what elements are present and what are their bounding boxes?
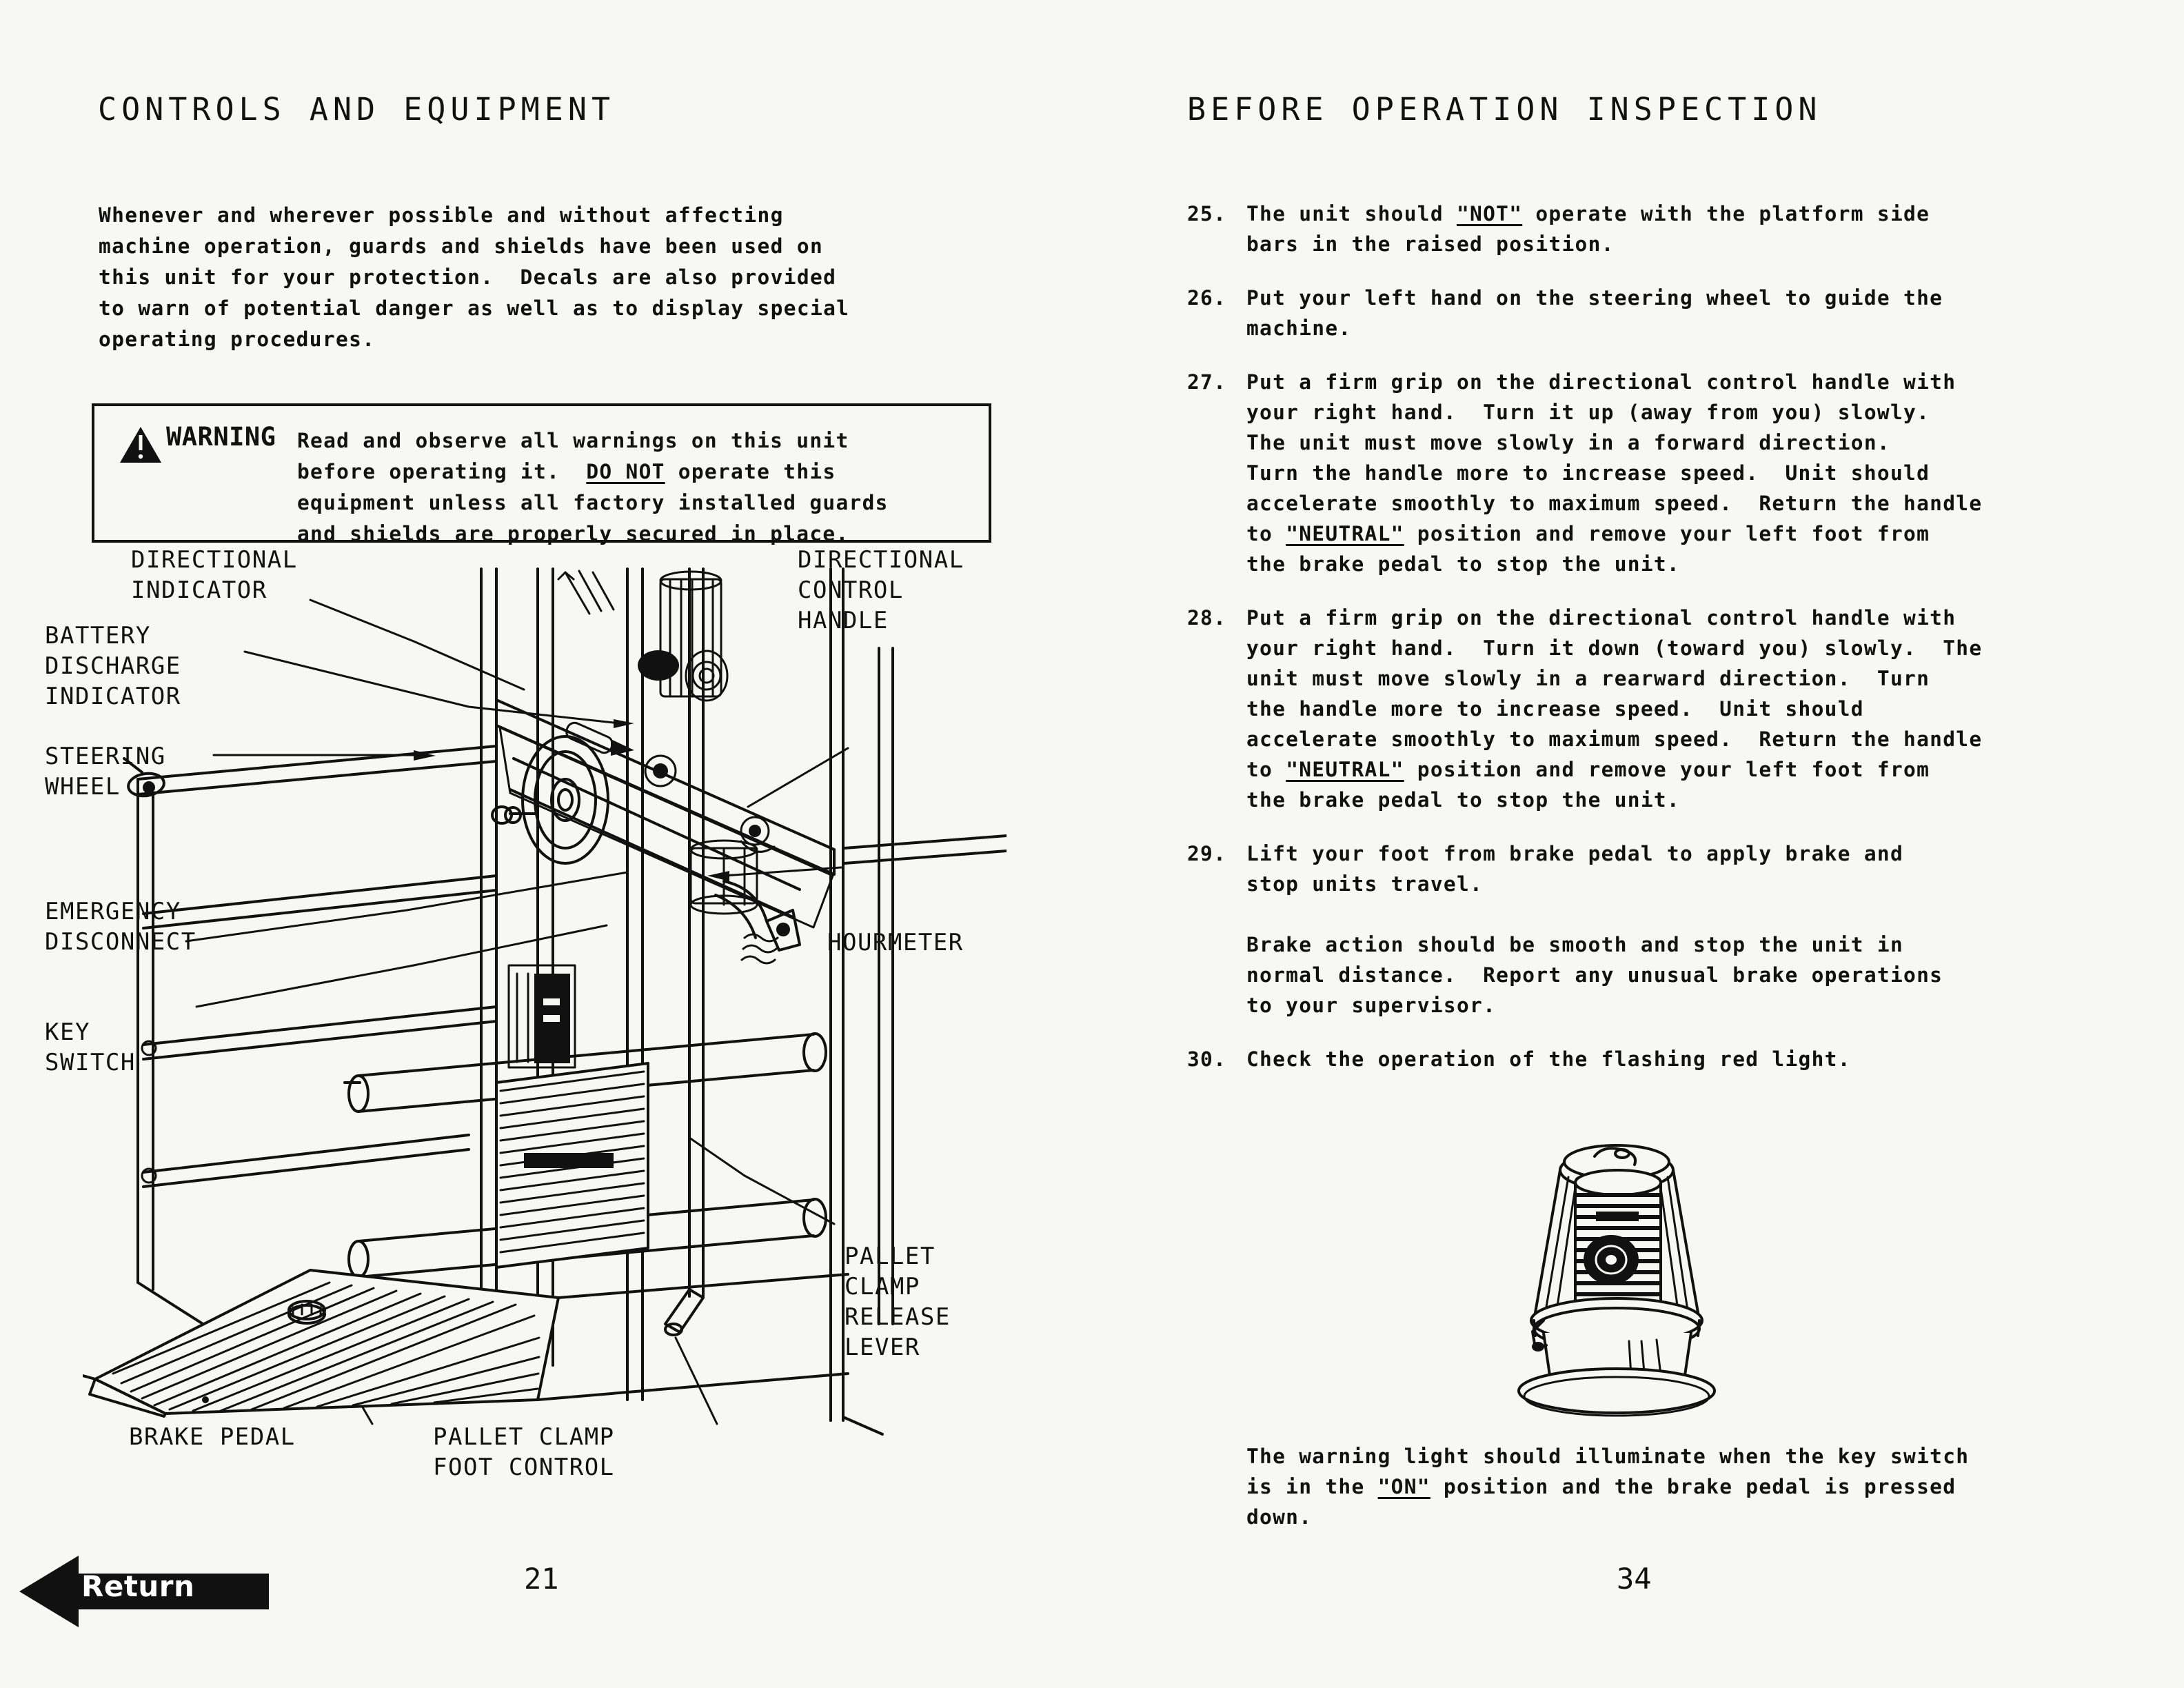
step-line: stop units travel.	[1246, 872, 1484, 896]
step-text: Check the operation of the flashing red …	[1246, 1044, 2111, 1074]
warning-line: Read and observe all warnings on this un…	[297, 429, 849, 452]
step-line: your right hand. Turn it up (away from y…	[1246, 401, 1930, 424]
intro-line: Whenever and wherever possible and witho…	[99, 203, 784, 227]
step-line: machine.	[1246, 316, 1352, 340]
warning-body-text: Read and observe all warnings on this un…	[297, 425, 987, 550]
step-subparagraph: Brake action should be smooth and stop t…	[1246, 930, 2111, 1021]
step-text: The unit should "NOT" operate with the p…	[1246, 199, 2111, 259]
step-line: your right hand. Turn it down (toward yo…	[1246, 636, 1983, 660]
diagram-label-emergency-disconnect: EMERGENCY DISCONNECT	[45, 898, 196, 956]
step-line: bars in the raised position.	[1246, 232, 1615, 256]
intro-line: to warn of potential danger as well as t…	[99, 297, 850, 320]
flashing-red-light-illustration	[1472, 1114, 1761, 1417]
beacon-caption-line: The warning light should illuminate when…	[1246, 1445, 1970, 1468]
beacon-caption-line: is in the "ON" position and the brake pe…	[1246, 1475, 1957, 1498]
step-line: The unit must move slowly in a forward d…	[1246, 431, 1890, 454]
step-line: Turn the handle more to increase speed. …	[1246, 461, 1930, 485]
step-number: 26.	[1187, 286, 1227, 310]
diagram-label-pallet-clamp-release-lever: PALLET CLAMP RELEASE LEVER	[845, 1243, 951, 1361]
step-text: Put a firm grip on the directional contr…	[1246, 603, 2111, 815]
diagram-label-directional-control-handle: DIRECTIONAL CONTROL HANDLE	[798, 546, 964, 634]
inspection-step: 27. Put a firm grip on the directional co…	[1187, 367, 2111, 579]
diagram-label-steering-wheel: STEERING WHEEL	[45, 743, 166, 801]
step-subparagraph-line: to your supervisor.	[1246, 994, 1497, 1017]
warning-triangle-icon	[119, 425, 162, 464]
left-page-heading: CONTROLS AND EQUIPMENT	[98, 91, 616, 128]
diagram-label-directional-indicator: DIRECTIONAL INDICATOR	[131, 546, 298, 604]
step-number: 27.	[1187, 370, 1227, 394]
step-subparagraph-line: normal distance. Report any unusual brak…	[1246, 963, 1943, 987]
step-line: accelerate smoothly to maximum speed. Re…	[1246, 492, 1983, 515]
intro-paragraph: Whenever and wherever possible and witho…	[99, 200, 1009, 355]
warning-line: equipment unless all factory installed g…	[297, 491, 889, 514]
step-line: Put a firm grip on the directional contr…	[1246, 370, 1957, 394]
warning-line: and shields are properly secured in plac…	[297, 522, 849, 545]
step-line: to "NEUTRAL" position and remove your le…	[1246, 522, 1930, 545]
warning-label: WARNING	[166, 422, 276, 452]
right-page-number: 34	[1617, 1562, 1652, 1596]
left-page-number: 21	[524, 1562, 559, 1596]
diagram-label-hourmeter: HOURMETER	[827, 929, 964, 956]
step-line: Put your left hand on the steering wheel…	[1246, 286, 1943, 310]
step-number: 30.	[1187, 1047, 1227, 1071]
warning-box: WARNING Read and observe all warnings on…	[92, 403, 991, 545]
inspection-step: 25. The unit should "NOT" operate with th…	[1187, 199, 2111, 259]
step-number: 25.	[1187, 202, 1227, 225]
step-line: the handle more to increase speed. Unit …	[1246, 697, 1864, 721]
step-line: Check the operation of the flashing red …	[1246, 1047, 1851, 1071]
step-line: unit must move slowly in a rearward dire…	[1246, 667, 1930, 690]
flashing-light-caption: The warning light should illuminate when…	[1246, 1441, 2122, 1532]
step-line: the brake pedal to stop the unit.	[1246, 552, 1680, 576]
step-line: The unit should "NOT" operate with the p…	[1246, 202, 1930, 225]
diagram-label-battery-discharge-indicator: BATTERY DISCHARGE INDICATOR	[45, 622, 181, 710]
diagram-label-key-switch: KEY SWITCH	[45, 1018, 136, 1076]
inspection-step: 30. Check the operation of the flashing r…	[1187, 1044, 2111, 1074]
beacon-caption-line: down.	[1246, 1505, 1313, 1529]
inspection-step: 28. Put a firm grip on the directional co…	[1187, 603, 2111, 815]
step-subparagraph-line: Brake action should be smooth and stop t…	[1246, 933, 1904, 956]
diagram-label-pallet-clamp-foot-control: PALLET CLAMP FOOT CONTROL	[433, 1423, 615, 1481]
step-line: the brake pedal to stop the unit.	[1246, 788, 1680, 812]
intro-line: operating procedures.	[99, 328, 376, 351]
inspection-step: 29. Lift your foot from brake pedal to ap…	[1187, 838, 2111, 1021]
step-number: 28.	[1187, 606, 1227, 630]
inspection-step: 26. Put your left hand on the steering wh…	[1187, 283, 2111, 343]
return-button[interactable]	[19, 1556, 269, 1627]
step-text: Put your left hand on the steering wheel…	[1246, 283, 2111, 343]
step-text: Put a firm grip on the directional contr…	[1246, 367, 2111, 579]
inspection-step-list: 25. The unit should "NOT" operate with th…	[1187, 199, 2111, 1098]
intro-line: machine operation, guards and shields ha…	[99, 234, 824, 258]
step-line: accelerate smoothly to maximum speed. Re…	[1246, 727, 1983, 751]
warning-line: before operating it. DO NOT operate this	[297, 460, 836, 483]
step-line: Lift your foot from brake pedal to apply…	[1246, 842, 1904, 865]
step-text: Lift your foot from brake pedal to apply…	[1246, 838, 2111, 1021]
order-picker-controls-illustration: DIRECTIONAL INDICATOR BATTERY DISCHARGE …	[45, 546, 1007, 1481]
diagram-label-brake-pedal: BRAKE PEDAL	[129, 1423, 296, 1451]
intro-line: this unit for your protection. Decals ar…	[99, 265, 837, 289]
step-line: to "NEUTRAL" position and remove your le…	[1246, 758, 1930, 781]
step-number: 29.	[1187, 842, 1227, 865]
right-page-heading: BEFORE OPERATION INSPECTION	[1187, 91, 1822, 128]
step-line: Put a firm grip on the directional contr…	[1246, 606, 1957, 630]
